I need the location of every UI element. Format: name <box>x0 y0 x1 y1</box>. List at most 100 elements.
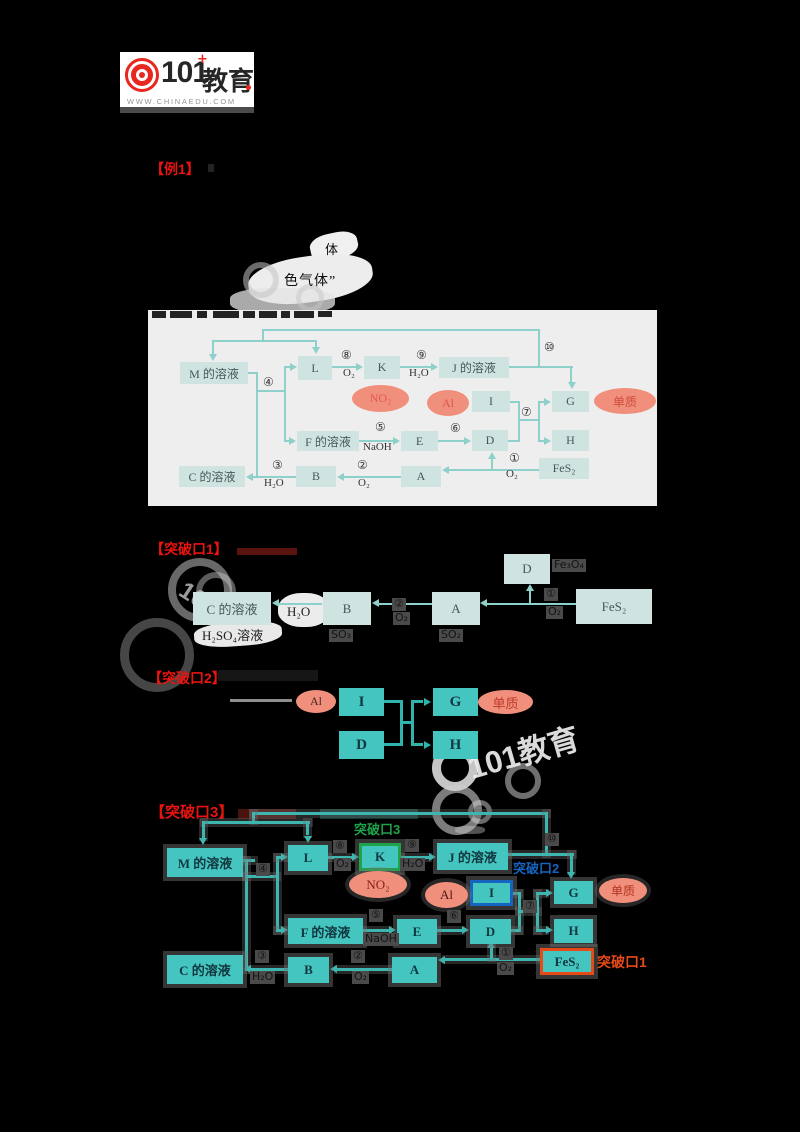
label-fe3o4: Fe₃O₄ <box>552 558 586 572</box>
connector-line <box>536 929 546 932</box>
connector-line <box>538 329 540 368</box>
label-answer-a: SO₂ <box>439 628 464 642</box>
node-b: B <box>288 957 329 983</box>
arrow-head <box>352 853 359 861</box>
node-no2: NO₂ <box>349 871 407 898</box>
connector-line <box>400 366 432 368</box>
arrow-head <box>372 599 379 607</box>
node-danzhi: 单质 <box>599 878 647 903</box>
label-step10: ⑩ <box>544 340 555 354</box>
connector-line <box>276 856 279 932</box>
arrow-head <box>544 437 551 445</box>
label-o2-2: O₂ <box>352 970 370 984</box>
connector-line <box>337 968 392 971</box>
question-text-fragment-1: 体 <box>325 242 339 257</box>
question-text-fragment-2: 色气体” <box>284 274 337 289</box>
arrow-head <box>289 437 296 445</box>
label-answer-b: SO₃ <box>329 628 354 642</box>
arrow-head <box>199 838 207 845</box>
node-danzhi: 单质 <box>594 388 656 414</box>
connector-line <box>411 700 423 703</box>
header-breakthrough-3: 【突破口3】 <box>150 804 234 821</box>
node-al: Al <box>425 882 468 908</box>
node-h: H <box>433 731 478 759</box>
connector-line <box>538 401 540 442</box>
node-a: A <box>432 592 480 625</box>
node-m-solution: M 的溶液 <box>167 848 243 877</box>
arrow-head <box>429 853 436 861</box>
connector-line <box>401 856 429 859</box>
node-al: Al <box>296 690 336 713</box>
arrow-head <box>312 347 320 354</box>
connector-line <box>570 366 572 382</box>
node-b: B <box>296 466 336 487</box>
logo-red-dot <box>246 85 251 90</box>
node-j-solution: J 的溶液 <box>437 843 508 870</box>
answer-smudge-dark-red <box>237 548 297 555</box>
arrow-head <box>462 926 469 934</box>
connector-line <box>256 372 258 478</box>
label-step5: ⑤ <box>369 908 383 922</box>
connector-line <box>279 603 322 605</box>
arrow-head <box>356 363 363 371</box>
connector-line <box>256 390 286 392</box>
node-c-solution: C 的溶液 <box>193 592 271 625</box>
connector-line <box>245 859 248 971</box>
connector-line <box>213 340 317 342</box>
node-b: B <box>323 592 371 625</box>
label-step1: ① <box>544 587 558 601</box>
node-fes2: FeS₂ <box>539 458 589 479</box>
label-h2o-9: H₂O <box>409 367 429 379</box>
label-step3: ③ <box>272 458 283 472</box>
connector-line <box>253 476 296 478</box>
arrow-head <box>488 452 496 459</box>
node-fes2: FeS₂ <box>576 589 652 624</box>
arrow-head <box>389 926 396 934</box>
connector-line <box>449 469 539 471</box>
watermark-ring <box>505 763 541 799</box>
logo-plus-mark: + <box>197 52 208 67</box>
connector-line <box>363 929 389 932</box>
label-step6: ⑥ <box>450 421 461 435</box>
arrow-head <box>304 836 312 843</box>
connector-line <box>263 329 540 331</box>
arrow-head <box>424 698 431 706</box>
label-annotation-1: 突破口1 <box>597 954 647 970</box>
arrow-head <box>244 965 251 973</box>
connector-line <box>276 856 285 859</box>
node-d: D <box>470 919 511 944</box>
node-d: D <box>472 430 508 451</box>
arrow-head <box>209 354 217 361</box>
arrow-head <box>487 941 495 948</box>
arrow-head <box>480 599 487 607</box>
label-step2: ② <box>392 597 406 611</box>
node-j-solution: J 的溶液 <box>439 357 509 378</box>
label-step3: ③ <box>255 949 269 963</box>
arrow-head <box>546 926 553 934</box>
label-step8: ⑧ <box>333 839 347 853</box>
label-step10: ⑩ <box>545 832 559 846</box>
connector-line <box>509 366 573 368</box>
node-al: Al <box>427 390 469 416</box>
connector-line <box>284 440 292 442</box>
node-f-solution: F 的溶液 <box>297 431 359 451</box>
connector-line <box>510 401 520 403</box>
logo-brand-suffix: 教育 <box>202 66 255 96</box>
label-annotation-3: 突破口3 <box>354 822 401 837</box>
label-step8: ⑧ <box>341 348 352 362</box>
connector-line <box>411 743 423 746</box>
connector-line <box>203 821 310 824</box>
arrow-head <box>567 872 575 879</box>
connector-line <box>284 366 286 442</box>
connector-line <box>328 856 353 859</box>
connector-line <box>276 929 285 932</box>
connector-line <box>245 875 278 878</box>
node-c-solution: C 的溶液 <box>179 466 245 487</box>
node-i: I <box>339 688 384 716</box>
node-h: H <box>552 430 589 451</box>
connector-line <box>536 892 546 895</box>
node-e: E <box>401 431 438 451</box>
connector-line <box>212 340 214 354</box>
